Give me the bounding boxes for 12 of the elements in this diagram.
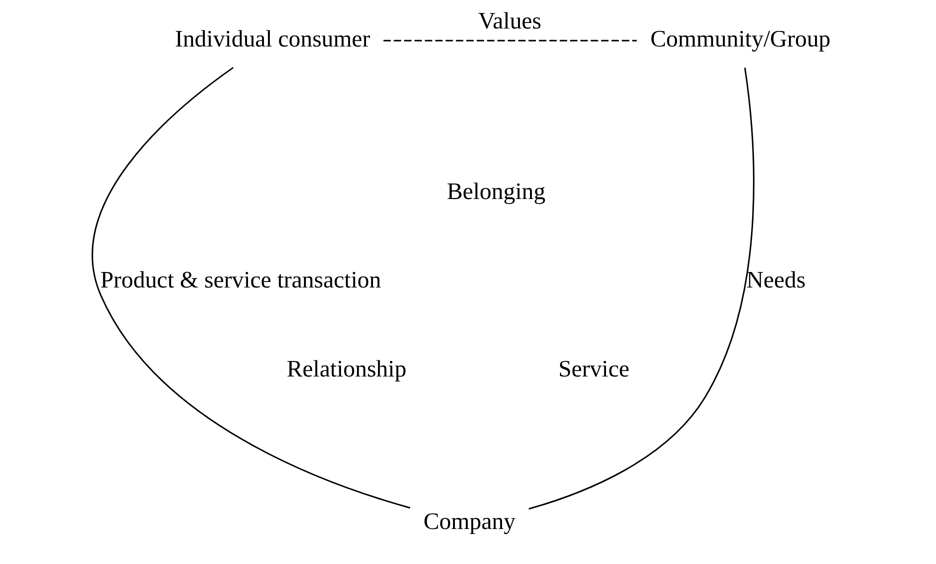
edge-label: Needs bbox=[746, 268, 806, 294]
edge-label: Product & service transaction bbox=[100, 268, 382, 294]
edge-label: Values bbox=[478, 8, 542, 35]
label: Relationship bbox=[286, 356, 406, 382]
label: Service bbox=[558, 356, 630, 382]
node-text: Company bbox=[423, 508, 516, 535]
node-text: Community/Group bbox=[650, 26, 831, 52]
connector bbox=[383, 40, 637, 42]
connector bbox=[528, 68, 754, 510]
label: Belonging bbox=[446, 178, 546, 205]
node-text: Individual consumer bbox=[174, 26, 370, 52]
connector bbox=[92, 66, 410, 509]
